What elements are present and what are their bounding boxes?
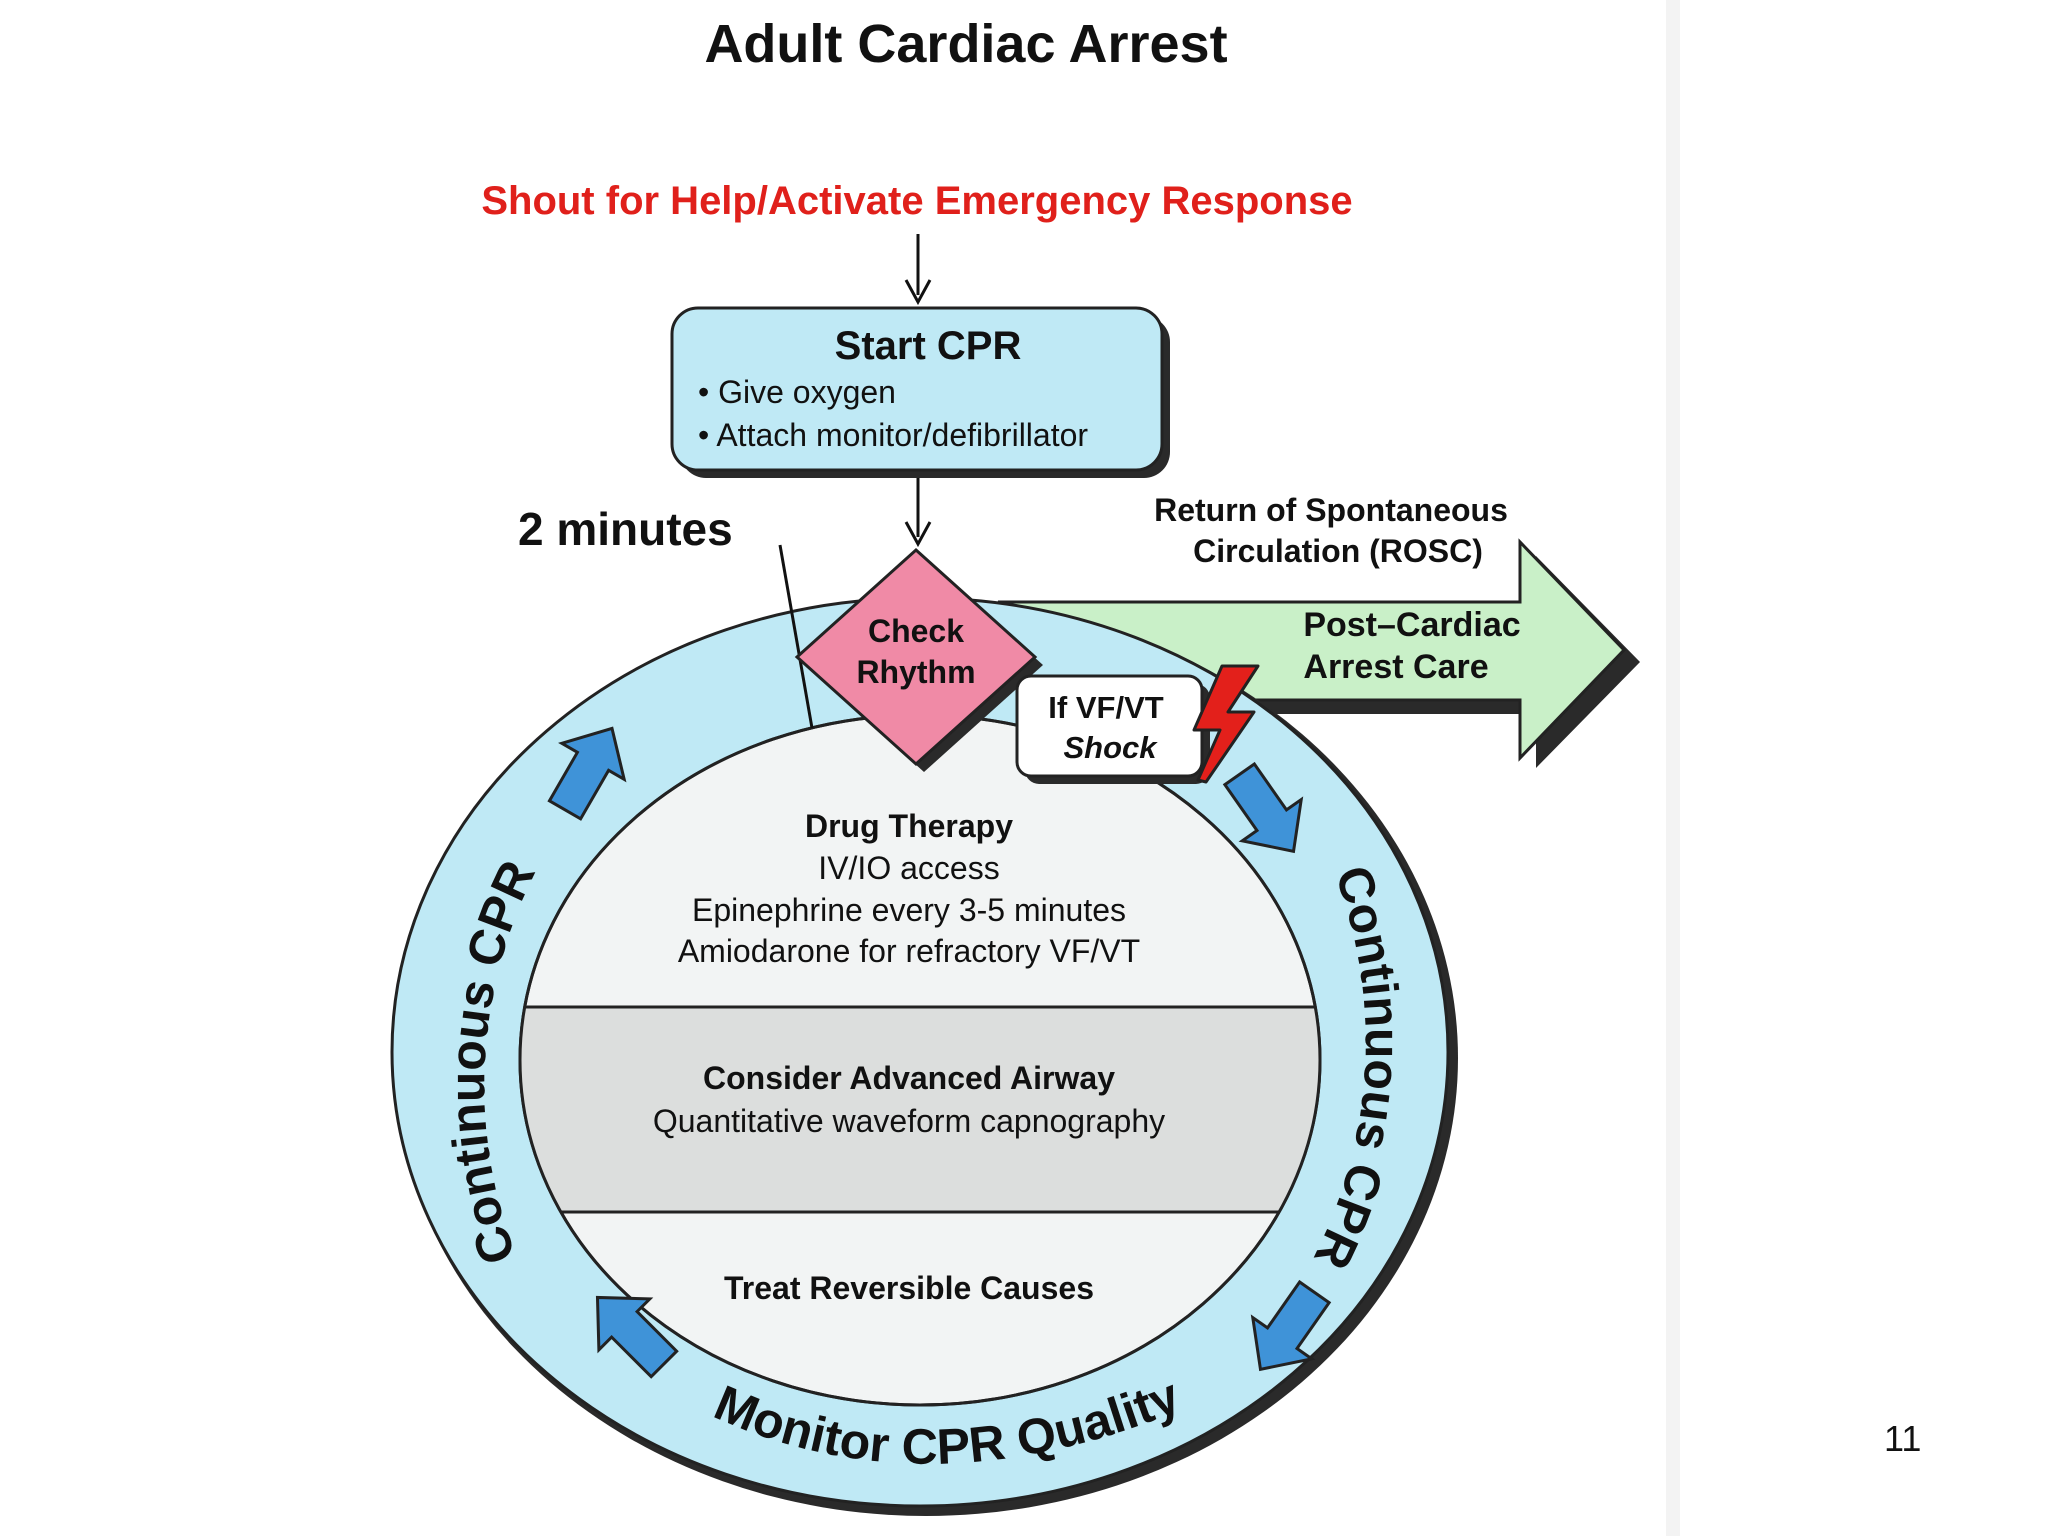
cardiac-arrest-algorithm-diagram: Adult Cardiac Arrest Shout for Help/Acti… [390, 14, 1640, 1516]
drug-therapy-line-1: IV/IO access [818, 850, 999, 886]
cycle-arrow-icon [595, 1295, 679, 1379]
start-cpr-bullet-oxygen: • Give oxygen [698, 374, 896, 410]
page-number: 11 [1884, 1418, 1922, 1459]
slide-margin-strip [1666, 0, 1680, 1536]
cycle-arrow-icon [547, 726, 627, 821]
rosc-line-1: Return of Spontaneous [1154, 492, 1508, 528]
drug-therapy-section: Drug Therapy IV/IO access Epinephrine ev… [678, 808, 1140, 969]
post-arrest-line-1: Post–Cardiac [1303, 606, 1520, 644]
drug-therapy-heading: Drug Therapy [805, 808, 1013, 844]
diagram-title: Adult Cardiac Arrest [704, 14, 1227, 74]
start-cpr-box: Start CPR • Give oxygen • Attach monitor… [670, 306, 1170, 478]
arrow-down-icon [904, 234, 932, 306]
treat-reversible-causes: Treat Reversible Causes [724, 1270, 1094, 1306]
check-rhythm-line-2: Rhythm [856, 654, 975, 690]
advanced-airway-section: Consider Advanced Airway Quantitative wa… [653, 1060, 1165, 1139]
two-minutes-label: 2 minutes [518, 503, 733, 555]
lightning-bolt-icon [1192, 664, 1260, 784]
check-rhythm-diamond: Check Rhythm [794, 547, 1043, 772]
shock-line-1: If VF/VT [1048, 690, 1163, 725]
inner-bands [520, 1005, 1320, 1214]
two-minutes-pointer [778, 544, 814, 729]
check-rhythm-line-1: Check [868, 613, 964, 649]
start-cpr-bullet-monitor: • Attach monitor/defibrillator [698, 417, 1088, 453]
advanced-airway-line: Quantitative waveform capnography [653, 1103, 1165, 1139]
drug-therapy-line-2: Epinephrine every 3-5 minutes [692, 892, 1126, 928]
shout-for-help-text: Shout for Help/Activate Emergency Respon… [481, 179, 1352, 223]
rosc-line-2: Circulation (ROSC) [1193, 533, 1483, 569]
arrow-down-icon [904, 478, 932, 548]
shock-box: If VF/VT Shock [1015, 674, 1210, 784]
advanced-airway-heading: Consider Advanced Airway [703, 1060, 1115, 1096]
shock-line-2: Shock [1063, 730, 1158, 765]
drug-therapy-line-3: Amiodarone for refractory VF/VT [678, 933, 1140, 969]
cycle-arrow-icon [1250, 1279, 1332, 1372]
post-arrest-line-2: Arrest Care [1303, 648, 1488, 686]
start-cpr-heading: Start CPR [835, 324, 1022, 368]
cycle-arrow-icon [1222, 761, 1304, 854]
